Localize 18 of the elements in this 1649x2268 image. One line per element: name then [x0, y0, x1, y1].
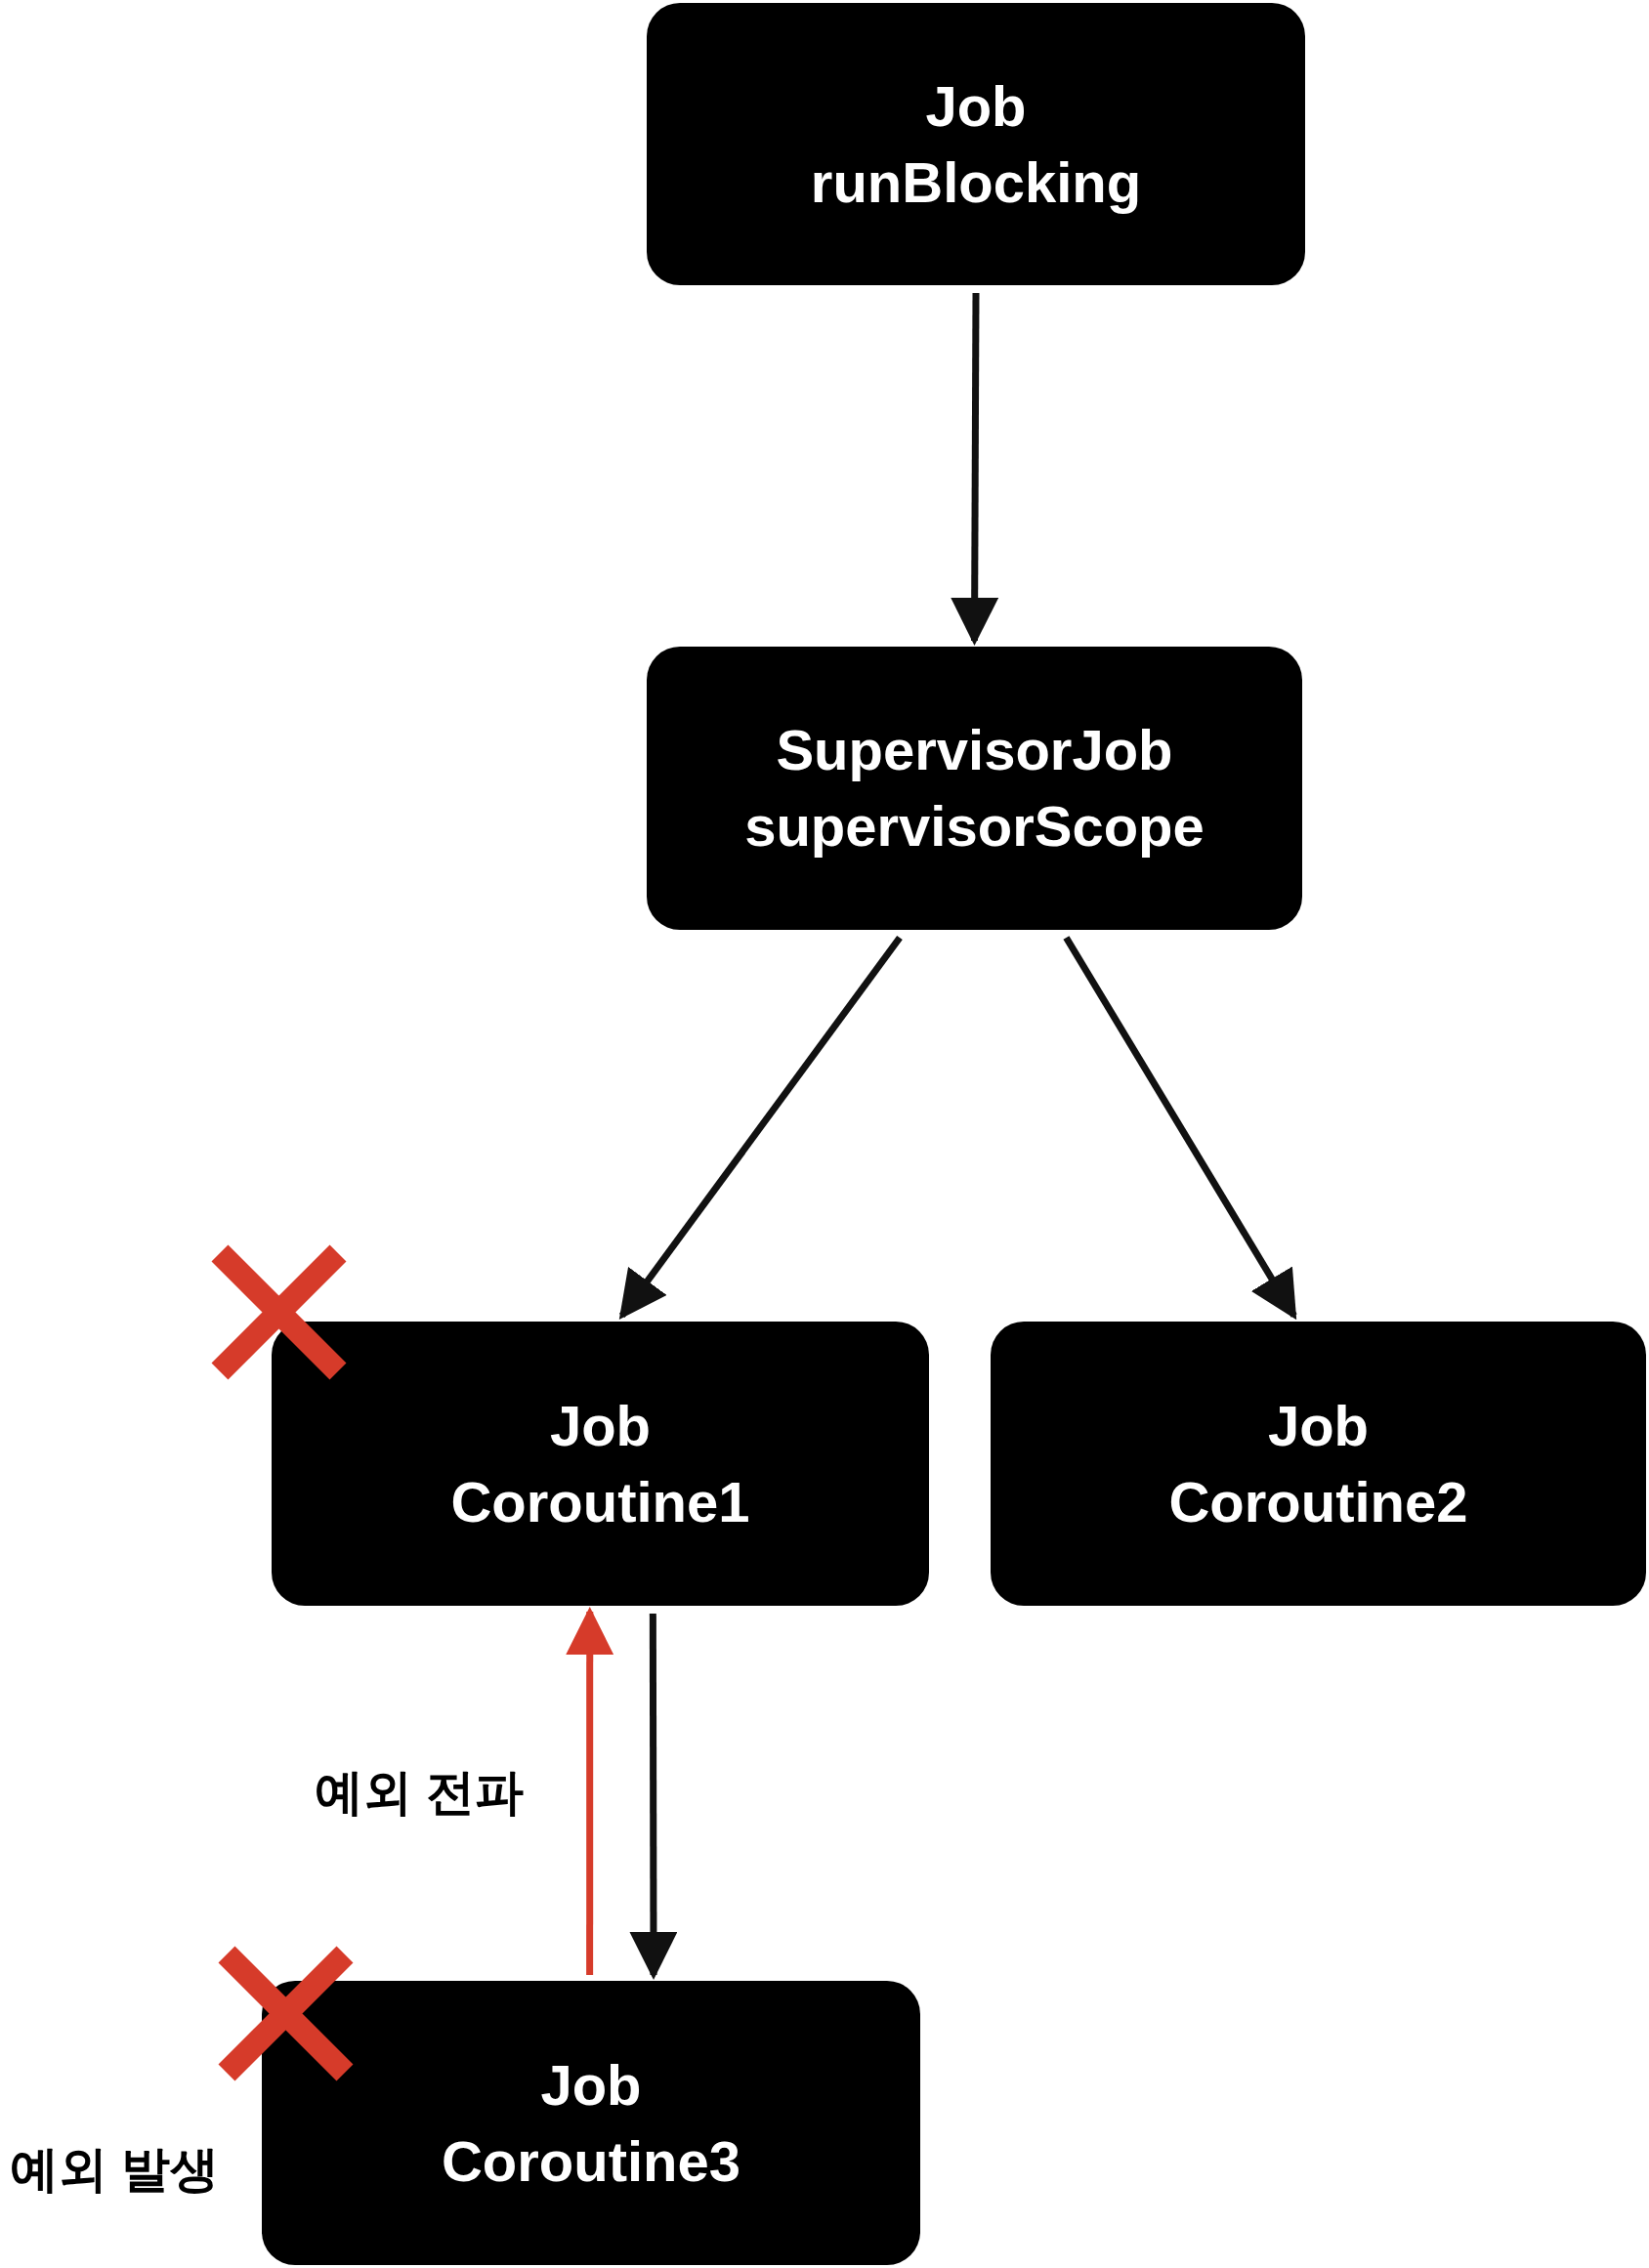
- node-label: Coroutine3: [441, 2127, 741, 2195]
- node-label: Job: [925, 72, 1027, 140]
- node-label: supervisorScope: [744, 793, 1205, 860]
- node-label: Job: [540, 2051, 642, 2119]
- node-label: runBlocking: [810, 148, 1142, 216]
- node-label: Job: [1267, 1392, 1370, 1459]
- side-note: 예외 발생: [10, 2141, 219, 2199]
- node-label: Job: [549, 1392, 652, 1459]
- job-box: [647, 3, 1305, 285]
- job-box: [262, 1981, 920, 2265]
- job-box: [991, 1322, 1646, 1606]
- arrow: [618, 935, 903, 1320]
- job-box: [272, 1322, 929, 1606]
- node-label: Coroutine2: [1168, 1468, 1468, 1535]
- node-label: Coroutine1: [450, 1468, 750, 1535]
- arrow: [1063, 936, 1297, 1321]
- node-label: SupervisorJob: [776, 717, 1173, 783]
- job-box: [647, 647, 1302, 930]
